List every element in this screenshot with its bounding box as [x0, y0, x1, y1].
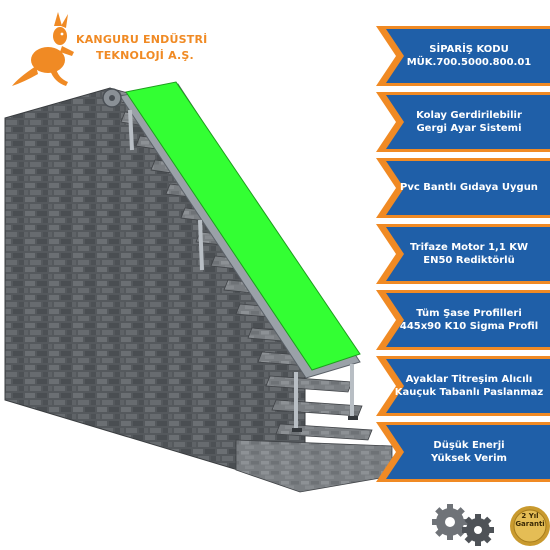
feature-line-2: Gergi Ayar Sistemi	[416, 123, 522, 134]
feature-line-1: Trifaze Motor 1,1 KW	[409, 241, 529, 253]
badge-line-1: 2 Yıl	[521, 512, 539, 520]
kangaroo-logo-icon	[12, 12, 74, 86]
feature-tensioning: Kolay Gerdirilebilir Gergi Ayar Sistemi	[362, 92, 550, 152]
pvc-belt	[125, 81, 361, 371]
feature-line-1: Düşük Enerji	[433, 439, 505, 451]
feature-pvc-belt: Pvc Bantlı Gıdaya Uygun	[362, 158, 550, 218]
feature-motor: Trifaze Motor 1,1 KW EN50 Rediktörlü	[362, 224, 550, 284]
feature-legs: Ayaklar Titreşim Alıcılı Kauçuk Tabanlı …	[362, 356, 550, 416]
feature-chassis-profile: Tüm Şase Profilleri 445x90 K10 Sigma Pro…	[362, 290, 550, 350]
feature-order-code: SİPARİŞ KODU MÜK.700.5000.800.01	[362, 26, 550, 86]
feature-energy: Düşük Enerji Yüksek Verim	[362, 422, 550, 482]
feature-line-2: Yüksek Verim	[431, 453, 507, 464]
feature-line-1: Ayaklar Titreşim Alıcılı	[405, 373, 533, 385]
gears-icon	[432, 504, 494, 546]
feature-line-1: Tüm Şase Profilleri	[416, 307, 522, 319]
feature-line-1: SİPARİŞ KODU	[429, 43, 509, 55]
company-logo: KANGURU ENDÜSTRİ TEKNOLOJİ A.Ş.	[8, 8, 208, 98]
logo-line-2: TEKNOLOJİ A.Ş.	[96, 49, 194, 62]
feature-line-2: Kauçuk Tabanlı Paslanmaz	[394, 387, 544, 398]
feature-line-2: 445x90 K10 Sigma Profil	[399, 321, 539, 332]
warranty-badge-label: 2 Yıl Garanti	[510, 512, 550, 529]
conveyor-illustration	[4, 81, 393, 493]
feature-line-2: EN50 Rediktörlü	[423, 255, 515, 266]
logo-line-1: KANGURU ENDÜSTRİ	[76, 33, 208, 46]
warranty-badge-icon	[510, 506, 550, 546]
feature-line-2: MÜK.700.5000.800.01	[406, 57, 532, 68]
bottom-icons	[432, 504, 550, 546]
badge-line-2: Garanti	[515, 520, 545, 529]
feature-line-1: Pvc Bantlı Gıdaya Uygun	[400, 182, 538, 194]
feature-line-1: Kolay Gerdirilebilir	[416, 109, 522, 121]
